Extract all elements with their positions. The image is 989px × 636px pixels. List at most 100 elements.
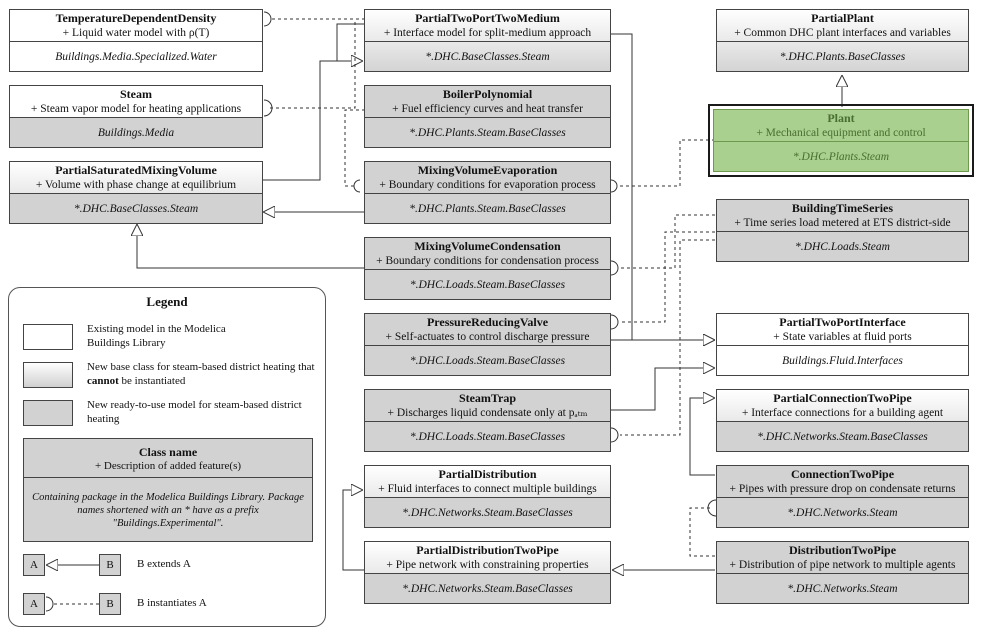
link-dist-inst-conn (689, 507, 715, 557)
class-description: + Time series load metered at ETS distri… (734, 217, 951, 229)
legend-class-pkg: Containing package in the Modelica Build… (32, 491, 304, 529)
class-name: PartialConnectionTwoPipe (773, 391, 912, 405)
class-name: BuildingTimeSeries (791, 201, 894, 215)
class-plant: Plant+ Mechanical equipment and control … (708, 104, 974, 177)
socket-boiler (353, 179, 361, 193)
class-name: PartialDistribution (438, 467, 537, 481)
class-description: + Fluid interfaces to connect multiple b… (378, 483, 597, 495)
link-bts-inst-prv (620, 231, 715, 323)
class-description: + Interface model for split-medium appro… (383, 27, 592, 39)
legend-arrows (45, 288, 99, 612)
class-description: + Mechanical equipment and control (756, 127, 926, 139)
legend-base-bold: cannot (87, 375, 119, 387)
class-name: DistributionTwoPipe (788, 543, 897, 557)
legend-instantiates-socket (45, 596, 54, 612)
class-package: *.DHC.BaseClasses.Steam (73, 202, 199, 215)
class-package: Buildings.Fluid.Interfaces (782, 354, 903, 367)
legend-swatch-base (23, 362, 73, 388)
class-package: *.DHC.BaseClasses.Steam (425, 50, 550, 63)
class-name: PressureReducingValve (426, 315, 549, 329)
class-description: + Pipes with pressure drop on condensate… (729, 483, 956, 495)
class-name: PartialDistributionTwoPipe (416, 543, 559, 557)
class-name: MixingVolumeEvaporation (417, 163, 558, 177)
class-partial-saturated-mixing-volume: PartialSaturatedMixingVolume + Volume wit… (9, 161, 263, 224)
link-conn-pctp-arrow (689, 398, 715, 418)
class-connection-two-pipe: ConnectionTwoPipe+ Pipes with pressure d… (716, 465, 969, 528)
class-name: Plant (827, 111, 855, 125)
class-description: + Interface connections for a building a… (741, 407, 944, 419)
class-package: *.DHC.Networks.Steam.BaseClasses (402, 582, 573, 595)
legend-instantiates-label: B instantiates A (137, 597, 207, 609)
link-ptptm-extends-interface (611, 33, 715, 340)
legend-instantiates-b: B (99, 593, 121, 615)
link-trap-extends-interface (611, 368, 715, 411)
legend-class-box: Class name + Description of added featur… (23, 438, 313, 542)
class-name: TemperatureDependentDensity (55, 11, 217, 25)
class-partial-two-port-two-medium: PartialTwoPortTwoMedium+ Interface model… (364, 9, 611, 72)
legend-existing-line2: Buildings Library (87, 337, 166, 349)
class-package: Buildings.Media (97, 126, 175, 139)
link-pdtp-extends-pd (342, 490, 365, 571)
class-distribution-two-pipe: DistributionTwoPipe + Distribution of pip… (716, 541, 969, 604)
link-plant-inst-evap (620, 139, 715, 187)
legend-title: Legend (146, 294, 188, 309)
class-description: + Boundary conditions for evaporation pr… (379, 179, 596, 191)
class-package: *.DHC.Networks.Steam.BaseClasses (757, 430, 928, 443)
class-boiler-polynomial: BoilerPolynomial+ Fuel efficiency curves… (364, 85, 611, 148)
class-steam: Steam + Steam vapor model for heating app… (9, 85, 263, 148)
link-bts-inst-trap (620, 239, 715, 436)
link-cond-extends-psmv (137, 224, 365, 269)
class-package: *.DHC.Loads.Steam.BaseClasses (409, 354, 566, 367)
class-description: + Pipe network with constraining propert… (386, 559, 589, 571)
class-description: + Distribution of pipe network to multip… (729, 559, 956, 571)
class-package: *.DHC.Loads.Steam.BaseClasses (409, 430, 566, 443)
legend-instantiates-a: A (23, 593, 45, 615)
class-package: *.DHC.Networks.Steam (787, 582, 898, 595)
class-package: Buildings.Media.Specialized.Water (55, 50, 217, 63)
class-description: + Volume with phase change at equilibriu… (35, 179, 237, 191)
class-description: + Discharges liquid condensate only at p… (387, 407, 588, 419)
class-temperature-dependent-density: TemperatureDependentDensity+ Liquid wate… (9, 9, 263, 72)
class-mixing-volume-condensation: MixingVolumeCondensation+ Boundary condi… (364, 237, 611, 300)
class-mixing-volume-evaporation: MixingVolumeEvaporation + Boundary condit… (364, 161, 611, 224)
class-name: PartialSaturatedMixingVolume (55, 163, 217, 177)
class-description: + Self-actuates to control discharge pre… (385, 331, 590, 343)
link-psmv-extends-ptptm (262, 60, 337, 181)
class-package: *.DHC.Loads.Steam.BaseClasses (409, 278, 566, 291)
class-name: Steam (120, 87, 152, 101)
legend-base-pre: New base class for steam-based district … (87, 361, 315, 373)
class-description: + Steam vapor model for heating applicat… (30, 103, 242, 115)
class-description: + Boundary conditions for condensation p… (376, 255, 599, 267)
class-name: SteamTrap (458, 391, 517, 405)
socket-evap (610, 179, 618, 193)
class-package: *.DHC.Networks.Steam (787, 506, 898, 519)
class-name: BoilerPolynomial (442, 87, 533, 101)
class-partial-distribution: PartialDistribution + Fluid interfaces to… (364, 465, 611, 528)
class-partial-plant: PartialPlant + Common DHC plant interface… (716, 9, 969, 72)
legend-extends-label: B extends A (137, 558, 191, 570)
class-pressure-reducing-valve: PressureReducingValve + Self-actuates to … (364, 313, 611, 376)
legend-extends-b: B (99, 554, 121, 576)
socket-cond (610, 260, 619, 276)
socket-tdd (263, 11, 272, 27)
class-package: *.DHC.Plants.Steam.BaseClasses (409, 202, 566, 215)
class-description: + Common DHC plant interfaces and variab… (734, 27, 951, 39)
link-bts-inst-cond (620, 214, 715, 269)
socket-trap (610, 427, 619, 443)
legend-swatch-ready (23, 400, 73, 426)
legend-class-desc: + Description of added feature(s) (94, 459, 242, 472)
legend-base-text: New base class for steam-based district … (87, 360, 317, 388)
link-conn-extends-pctp (689, 418, 715, 476)
legend: Legend Existing model in the Modelica Bu… (8, 287, 326, 627)
class-package: *.DHC.Plants.Steam (792, 150, 890, 163)
legend-existing-line1: Existing model in the Modelica (87, 323, 226, 335)
socket-steam (263, 99, 273, 117)
class-name: PartialTwoPortInterface (779, 315, 906, 329)
legend-extends-a: A (23, 554, 45, 576)
legend-class-name: Class name (138, 444, 198, 459)
class-package: *.DHC.Loads.Steam (795, 240, 890, 253)
class-name: PartialPlant (811, 11, 874, 25)
legend-swatch-existing (23, 324, 73, 350)
